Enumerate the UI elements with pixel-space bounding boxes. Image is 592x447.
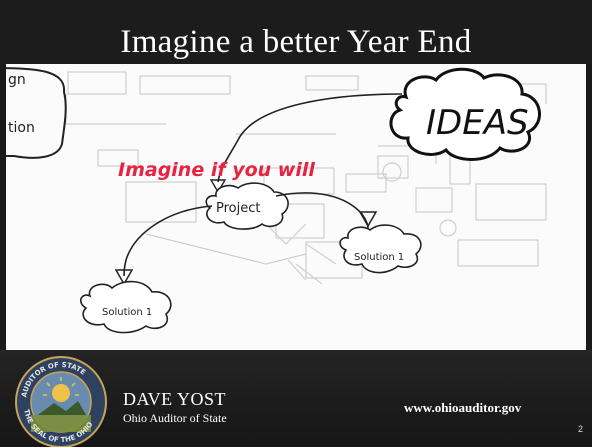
left-solution-label: Solution 1 (102, 307, 152, 318)
auditor-name: DAVE YOST (123, 389, 227, 409)
left-solution-cloud (79, 280, 172, 334)
whiteboard-canvas: gn tion IDEAS Imagine if you will Projec… (6, 64, 586, 350)
slide-title: Imagine a better Year End (120, 24, 472, 60)
ideas-to-project-line (217, 93, 403, 183)
left-cloud-outline (6, 67, 67, 159)
project-arrow-icon (209, 179, 227, 194)
project-to-left-solution-line (123, 205, 213, 277)
whiteboard-drawing: gn tion IDEAS Imagine if you will Projec… (6, 67, 547, 334)
ideas-label: IDEAS (426, 103, 529, 143)
left-fragment-bottom: tion (8, 120, 35, 136)
right-solution-label: Solution 1 (354, 252, 404, 263)
left-solution-arrow-icon (114, 269, 134, 286)
right-solution-arrow-icon (358, 211, 378, 228)
right-solution-cloud (339, 224, 422, 274)
whiteboard-headline: Imagine if you will (118, 159, 315, 181)
ohio-auditor-seal-icon: AUDITOR OF STATE THE SEAL OF THE OHIO (15, 356, 107, 447)
project-label: Project (216, 201, 260, 216)
project-cloud (205, 182, 289, 230)
page-number: 2 (578, 424, 584, 434)
website-link[interactable]: www.ohioauditor.gov (404, 400, 522, 415)
faded-background-sketch (65, 71, 547, 285)
auditor-role: Ohio Auditor of State (123, 411, 227, 425)
ideas-cloud (389, 67, 541, 161)
project-to-right-solution-line (275, 192, 369, 229)
title-bar: Imagine a better Year End (0, 0, 592, 64)
left-fragment-top: gn (8, 72, 26, 88)
